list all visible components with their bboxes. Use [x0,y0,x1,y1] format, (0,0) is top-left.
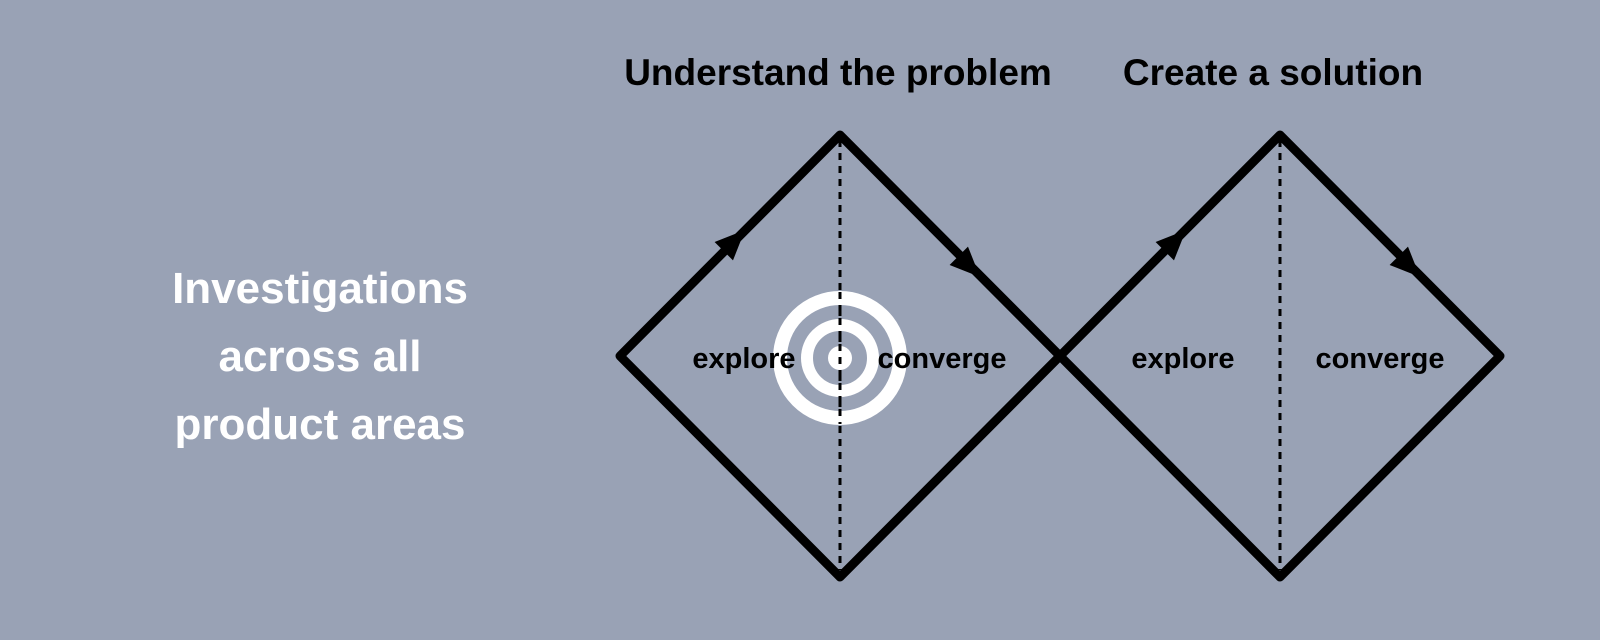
caption-line-2: across all [218,332,422,381]
label-converge-2: converge [1316,343,1445,375]
investigations-caption: Investigations across all product areas [120,255,520,459]
diamond-create [1055,130,1505,582]
arrow-down-right-icon [1389,246,1420,277]
arrow-up-right-icon [714,230,745,261]
phase-title-understand: Understand the problem [624,52,1052,93]
arrow-down-right-icon [949,246,980,277]
caption-line-1: Investigations [172,264,468,313]
phase-title-create: Create a solution [1122,52,1424,93]
label-explore-1: explore [692,343,795,375]
caption-line-3: product areas [174,400,466,449]
label-explore-2: explore [1131,343,1234,375]
diamond-understand [615,130,1065,582]
target-icon [773,291,907,425]
label-converge-1: converge [878,343,1007,375]
arrow-up-right-icon [1155,230,1186,261]
